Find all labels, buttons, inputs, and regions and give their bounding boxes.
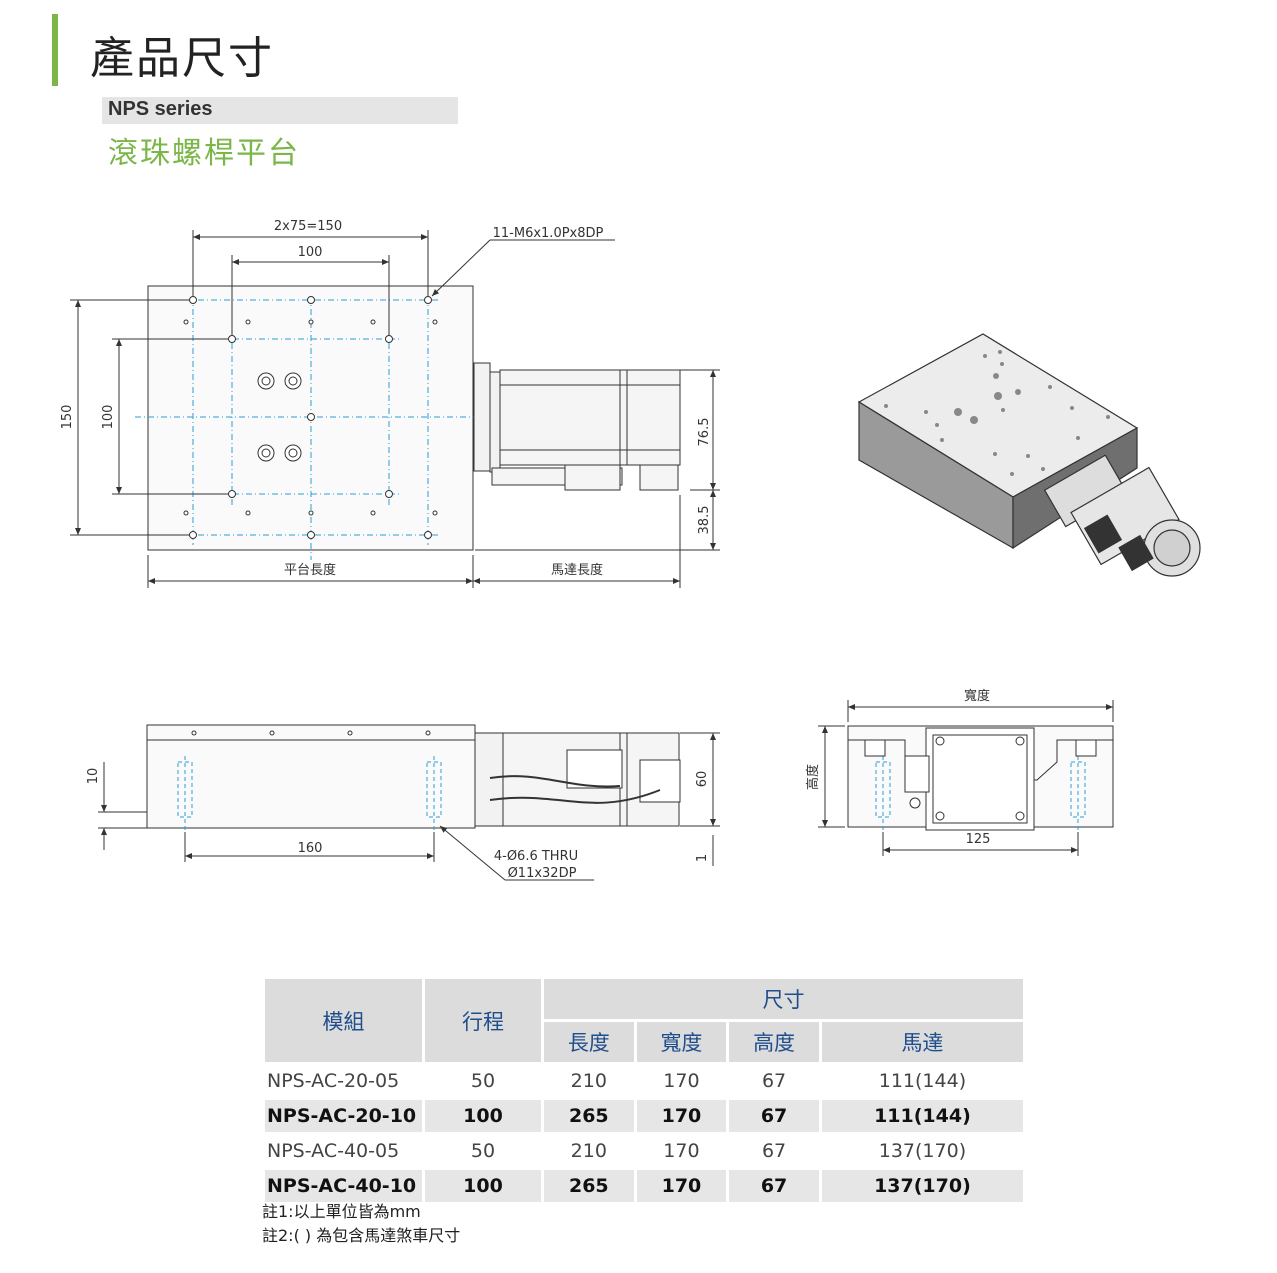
note-2: 註2:( ) 為包含馬達煞車尺寸 xyxy=(262,1226,461,1245)
notes: 註1:以上單位皆為mm 註2:( ) 為包含馬達煞車尺寸 xyxy=(262,1200,460,1248)
cell-length: 210 xyxy=(570,1140,607,1162)
dim-60: 60 xyxy=(695,771,710,788)
cell-width: 170 xyxy=(636,1100,727,1132)
technical-drawing: 2x75=150 100 11-M6x1.0Px8DP 150 100 76.5… xyxy=(60,219,1201,881)
cell-height: 67 xyxy=(761,1140,787,1162)
side-view xyxy=(98,724,720,881)
cell-stroke: 100 xyxy=(425,1170,541,1202)
thread-callout: 11-M6x1.0Px8DP xyxy=(493,226,604,241)
dim-100-v: 100 xyxy=(101,405,116,430)
series-label: NPS series xyxy=(108,98,213,120)
cell-motor: 137(170) xyxy=(821,1170,1023,1202)
hole-callout-2: Ø11x32DP xyxy=(508,866,577,881)
cell-length: 210 xyxy=(570,1070,607,1092)
dim-100-h: 100 xyxy=(298,245,323,260)
hole-callout-1: 4-Ø6.6 THRU xyxy=(494,849,578,864)
motor-length-label: 馬達長度 xyxy=(551,562,603,578)
header-model: 模組 xyxy=(265,979,422,1062)
isometric-view xyxy=(857,333,1201,577)
height-label: 高度 xyxy=(805,764,821,790)
header-length: 長度 xyxy=(544,1022,634,1062)
platform-length-label: 平台長度 xyxy=(284,562,336,578)
cell-length: 265 xyxy=(544,1100,634,1132)
product-subtitle: 滾珠螺桿平台 xyxy=(108,136,300,171)
cell-height: 67 xyxy=(729,1100,819,1132)
cell-model: NPS-AC-40-10 xyxy=(265,1170,422,1202)
header-dimensions: 尺寸 xyxy=(544,979,1023,1019)
cell-motor: 111(144) xyxy=(821,1100,1023,1132)
cell-length: 265 xyxy=(544,1170,634,1202)
dim-10: 10 xyxy=(86,768,101,785)
table-row: NPS-AC-40-10 100 265 170 67 137(170) xyxy=(265,1170,1023,1202)
end-view xyxy=(818,700,1114,856)
page-title: 產品尺寸 xyxy=(90,33,274,84)
cell-motor: 111(144) xyxy=(878,1070,967,1092)
dim-38-5: 38.5 xyxy=(697,506,712,535)
cell-model: NPS-AC-20-10 xyxy=(265,1100,422,1132)
dim-125: 125 xyxy=(966,832,991,847)
dim-pitch: 2x75=150 xyxy=(274,219,342,234)
cell-width: 170 xyxy=(663,1140,700,1162)
cell-motor: 137(170) xyxy=(878,1140,967,1162)
series-band xyxy=(102,97,458,124)
dim-160: 160 xyxy=(298,841,323,856)
header-stroke: 行程 xyxy=(425,979,541,1062)
cell-stroke: 50 xyxy=(470,1140,496,1162)
cell-width: 170 xyxy=(663,1070,700,1092)
header-width: 寬度 xyxy=(636,1022,727,1062)
table-row: NPS-AC-20-05 50 210 170 67 111(144) xyxy=(265,1065,1023,1097)
cell-width: 170 xyxy=(636,1170,727,1202)
top-view xyxy=(70,230,720,588)
header-height: 高度 xyxy=(729,1022,819,1062)
cell-model: NPS-AC-20-05 xyxy=(267,1070,400,1092)
dim-76-5: 76.5 xyxy=(697,418,712,447)
spec-table: 模組 行程 尺寸 長度 寬度 高度 馬達 NPS-AC-20-05 50 210… xyxy=(262,976,1026,1205)
table-row: NPS-AC-40-05 50 210 170 67 137(170) xyxy=(265,1135,1023,1167)
dim-1: 1 xyxy=(695,854,710,862)
header-motor: 馬達 xyxy=(821,1022,1023,1062)
cell-height: 67 xyxy=(729,1170,819,1202)
table-row: NPS-AC-20-10 100 265 170 67 111(144) xyxy=(265,1100,1023,1132)
cell-height: 67 xyxy=(761,1070,787,1092)
cell-model: NPS-AC-40-05 xyxy=(267,1140,400,1162)
note-1: 註1:以上單位皆為mm xyxy=(262,1202,421,1221)
cell-stroke: 100 xyxy=(425,1100,541,1132)
width-label: 寬度 xyxy=(964,688,990,704)
accent-bar xyxy=(52,14,58,86)
dim-150: 150 xyxy=(60,405,75,430)
cell-stroke: 50 xyxy=(470,1070,496,1092)
